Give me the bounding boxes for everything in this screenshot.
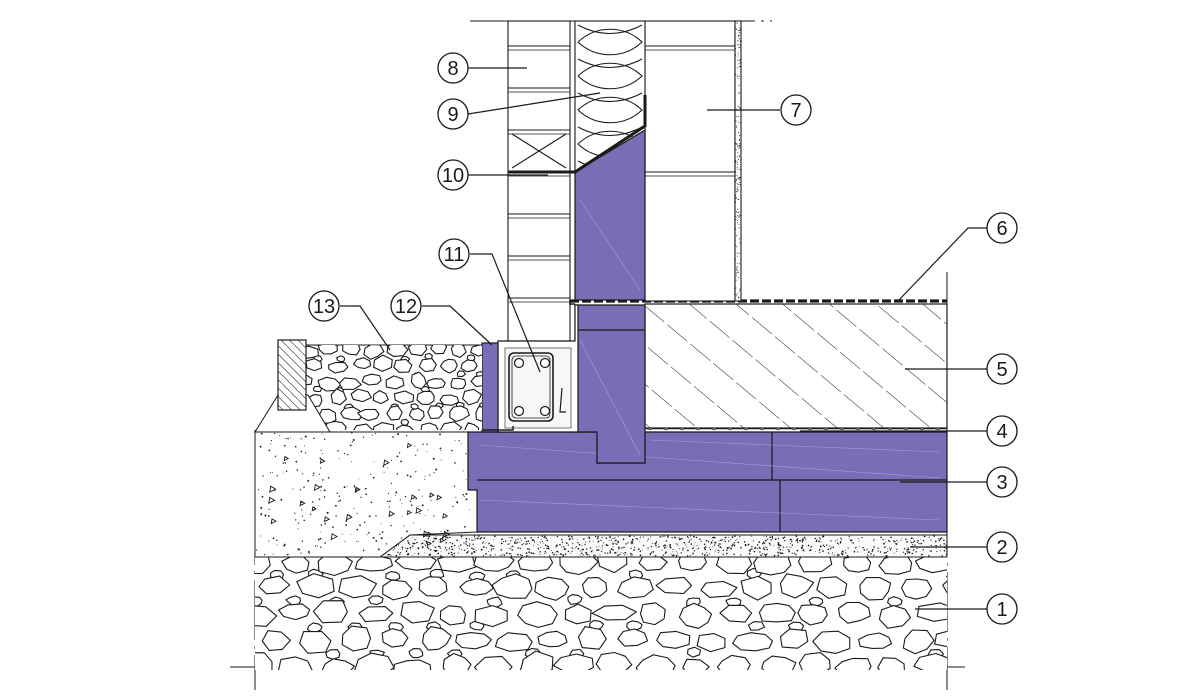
callout-8: 8	[437, 52, 469, 84]
callout-11: 11	[438, 238, 470, 270]
callout-12-label: 12	[395, 296, 417, 318]
layer-xps-insulation	[467, 431, 948, 533]
callout-9: 9	[437, 98, 469, 130]
callout-6: 6	[986, 212, 1018, 244]
callout-13-label: 13	[313, 296, 335, 318]
callout-13: 13	[308, 290, 340, 322]
callout-11-label: 11	[444, 244, 465, 266]
callout-4-label: 4	[996, 421, 1007, 443]
callout-8-label: 8	[447, 58, 458, 80]
callout-3-label: 3	[996, 472, 1007, 494]
drainage-gravel	[254, 339, 482, 433]
callout-3: 3	[986, 466, 1018, 498]
callout-7: 7	[780, 94, 812, 126]
layer-floor-slab	[644, 303, 948, 429]
callout-10-label: 10	[442, 165, 464, 187]
callout-12: 12	[390, 290, 422, 322]
callout-leaders	[340, 67, 987, 610]
layer-gravel-base	[255, 557, 947, 670]
callout-2-label: 2	[996, 537, 1007, 559]
callout-1: 1	[986, 593, 1018, 625]
callout-2: 2	[986, 531, 1018, 563]
callout-4: 4	[986, 415, 1018, 447]
callout-6-label: 6	[996, 218, 1007, 240]
callout-10: 10	[437, 159, 469, 191]
callout-5: 5	[986, 353, 1018, 385]
perimeter-insulation	[508, 95, 647, 464]
callout-7-label: 7	[790, 100, 801, 122]
callout-9-label: 9	[447, 104, 458, 126]
wall-blocks	[507, 20, 742, 342]
callout-1-label: 1	[996, 599, 1007, 621]
callout-5-label: 5	[996, 359, 1007, 381]
layer-sand-bed	[378, 534, 948, 558]
